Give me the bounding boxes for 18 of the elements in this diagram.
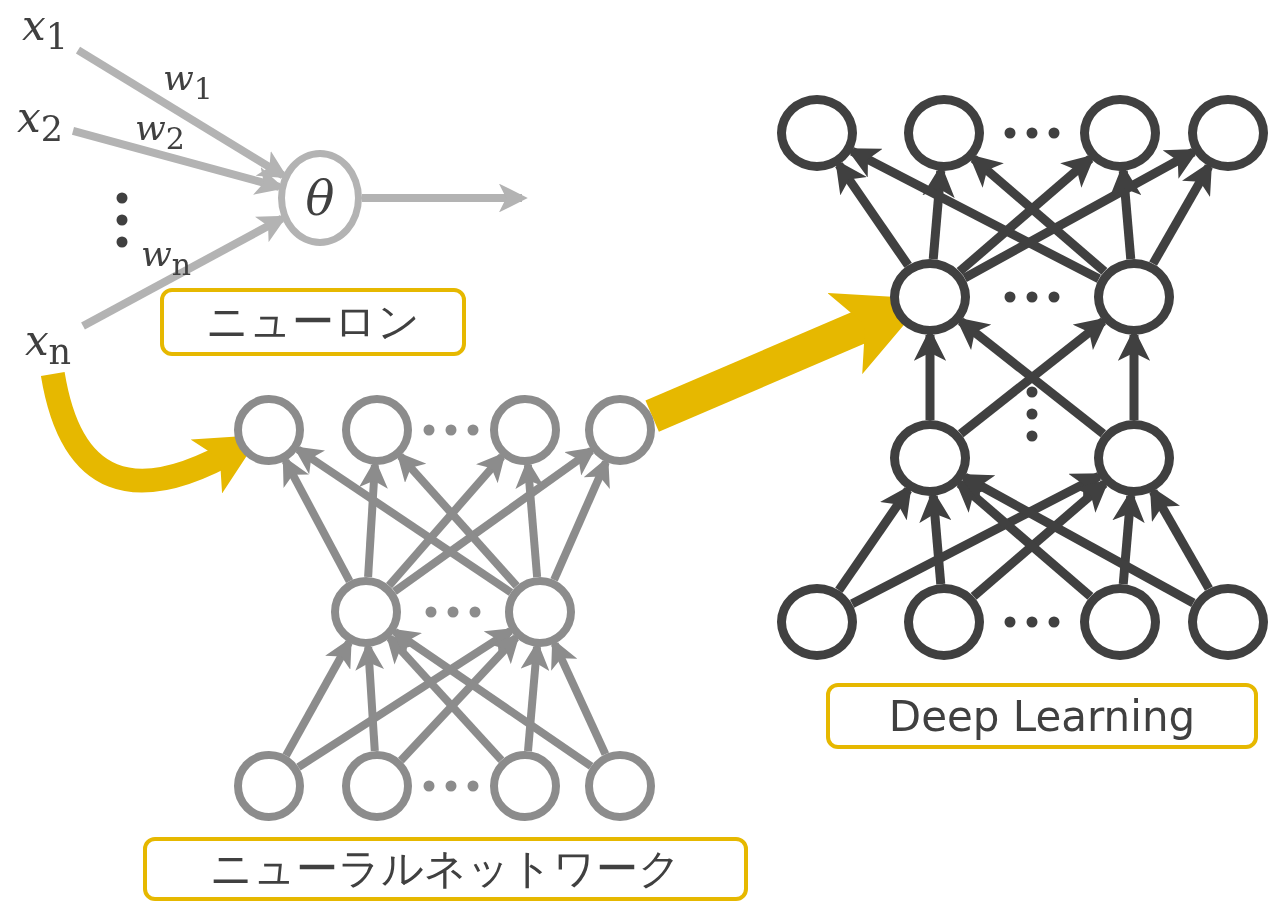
title-box: ニューラルネットワーク <box>142 837 748 901</box>
arrow <box>386 452 506 589</box>
neuron-circle: θ <box>278 150 362 246</box>
neuron-circle <box>505 577 575 647</box>
weight-label: w$_{2}$ <box>135 110 185 154</box>
weight-label: w$_{1}$ <box>163 60 213 104</box>
neuron-circle <box>331 577 401 647</box>
arrow <box>398 633 520 764</box>
input-variable: x$_{2}$ <box>7 93 73 151</box>
neuron-circle <box>585 395 655 465</box>
title-box: ニューロン <box>160 288 466 356</box>
arrow <box>362 183 528 213</box>
arrow <box>385 633 505 763</box>
arrow <box>396 451 520 589</box>
input-variable: x$_{1}$ <box>12 1 78 59</box>
input-variable: x$_{n}$ <box>13 316 83 374</box>
title-box: Deep Learning <box>826 683 1258 749</box>
weight-label: w$_{n}$ <box>140 236 192 280</box>
